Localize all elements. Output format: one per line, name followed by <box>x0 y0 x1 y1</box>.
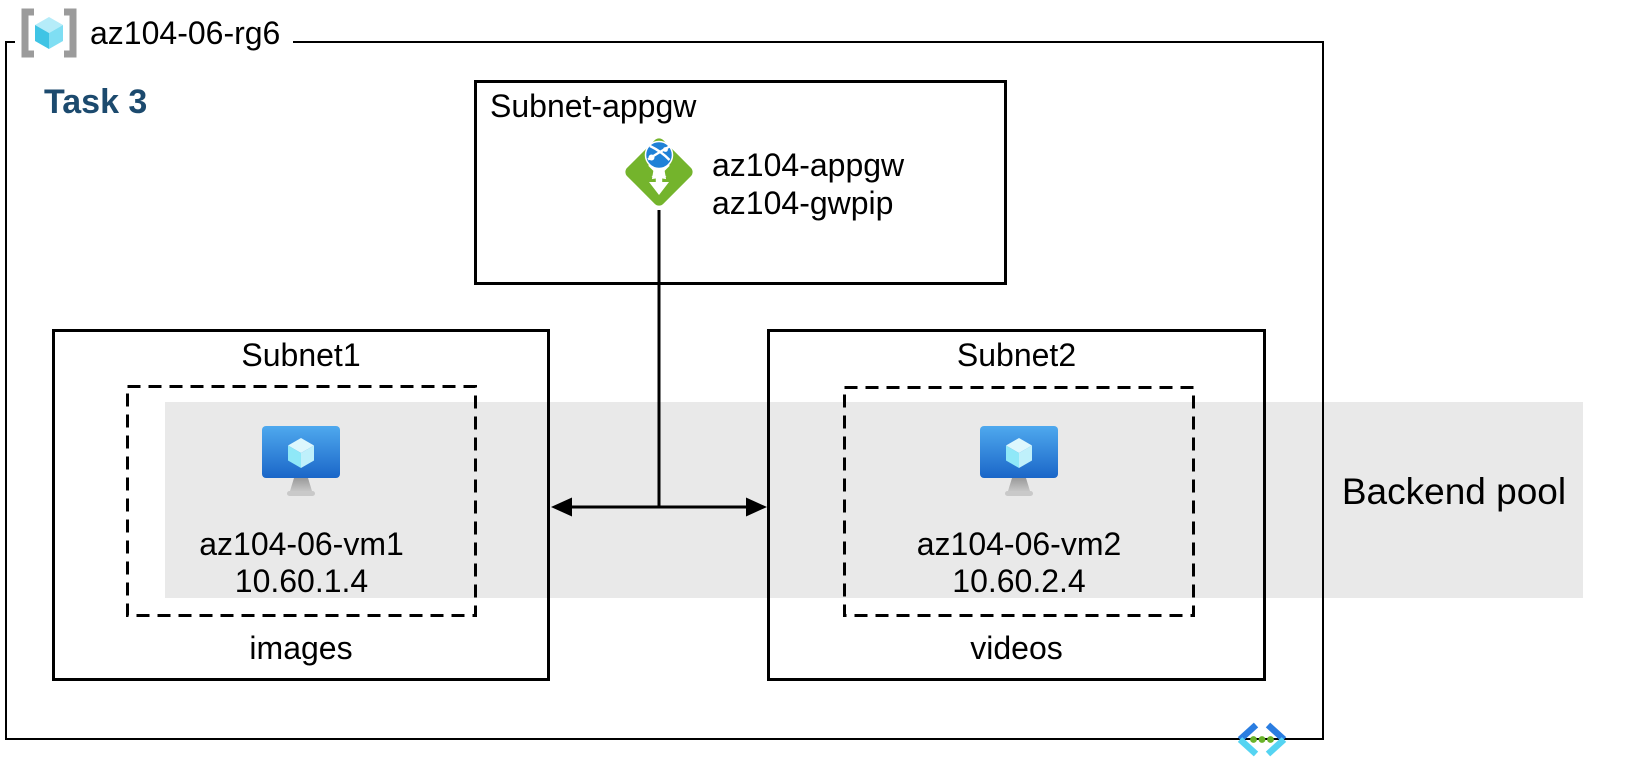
vm1-name: az104-06-vm1 <box>199 526 404 562</box>
subnet1-label: Subnet1 <box>241 337 361 373</box>
backend-pool-label: Backend pool <box>1341 471 1567 512</box>
subnet2-dashed-zone <box>843 386 1195 617</box>
vm1-text: az104-06-vm1 10.60.1.4 <box>126 526 477 600</box>
resource-group-border-gap <box>15 36 293 47</box>
virtual-machine-icon <box>262 426 340 496</box>
subnet1-caption: images <box>249 630 353 666</box>
application-gateway-icon <box>625 138 693 206</box>
application-gateway-names: az104-appgw az104-gwpip <box>712 146 904 222</box>
vm1-ip: 10.60.1.4 <box>234 563 369 599</box>
resource-group-name: az104-06-rg6 <box>90 15 281 51</box>
subnet2-label: Subnet2 <box>956 337 1077 373</box>
subnet-appgw-box <box>474 80 1007 285</box>
resource-group-icon <box>21 8 77 58</box>
vm2-name: az104-06-vm2 <box>916 526 1122 562</box>
subnet2-box <box>767 329 1266 681</box>
vm2-text: az104-06-vm2 10.60.2.4 <box>843 526 1195 600</box>
task-label: Task 3 <box>44 83 148 121</box>
gateway-public-ip-name: az104-gwpip <box>712 185 894 221</box>
virtual-machine-icon <box>980 426 1058 496</box>
subnet1-box <box>52 329 550 681</box>
subnet2-caption: videos <box>970 630 1063 666</box>
virtual-network-icon <box>1237 722 1287 757</box>
resource-group-border <box>5 41 1324 740</box>
application-gateway-name: az104-appgw <box>712 147 905 183</box>
vm2-ip: 10.60.2.4 <box>952 563 1086 599</box>
backend-pool-band <box>165 402 1583 598</box>
subnet1-dashed-zone <box>126 385 477 617</box>
subnet-appgw-label: Subnet-appgw <box>490 88 697 124</box>
